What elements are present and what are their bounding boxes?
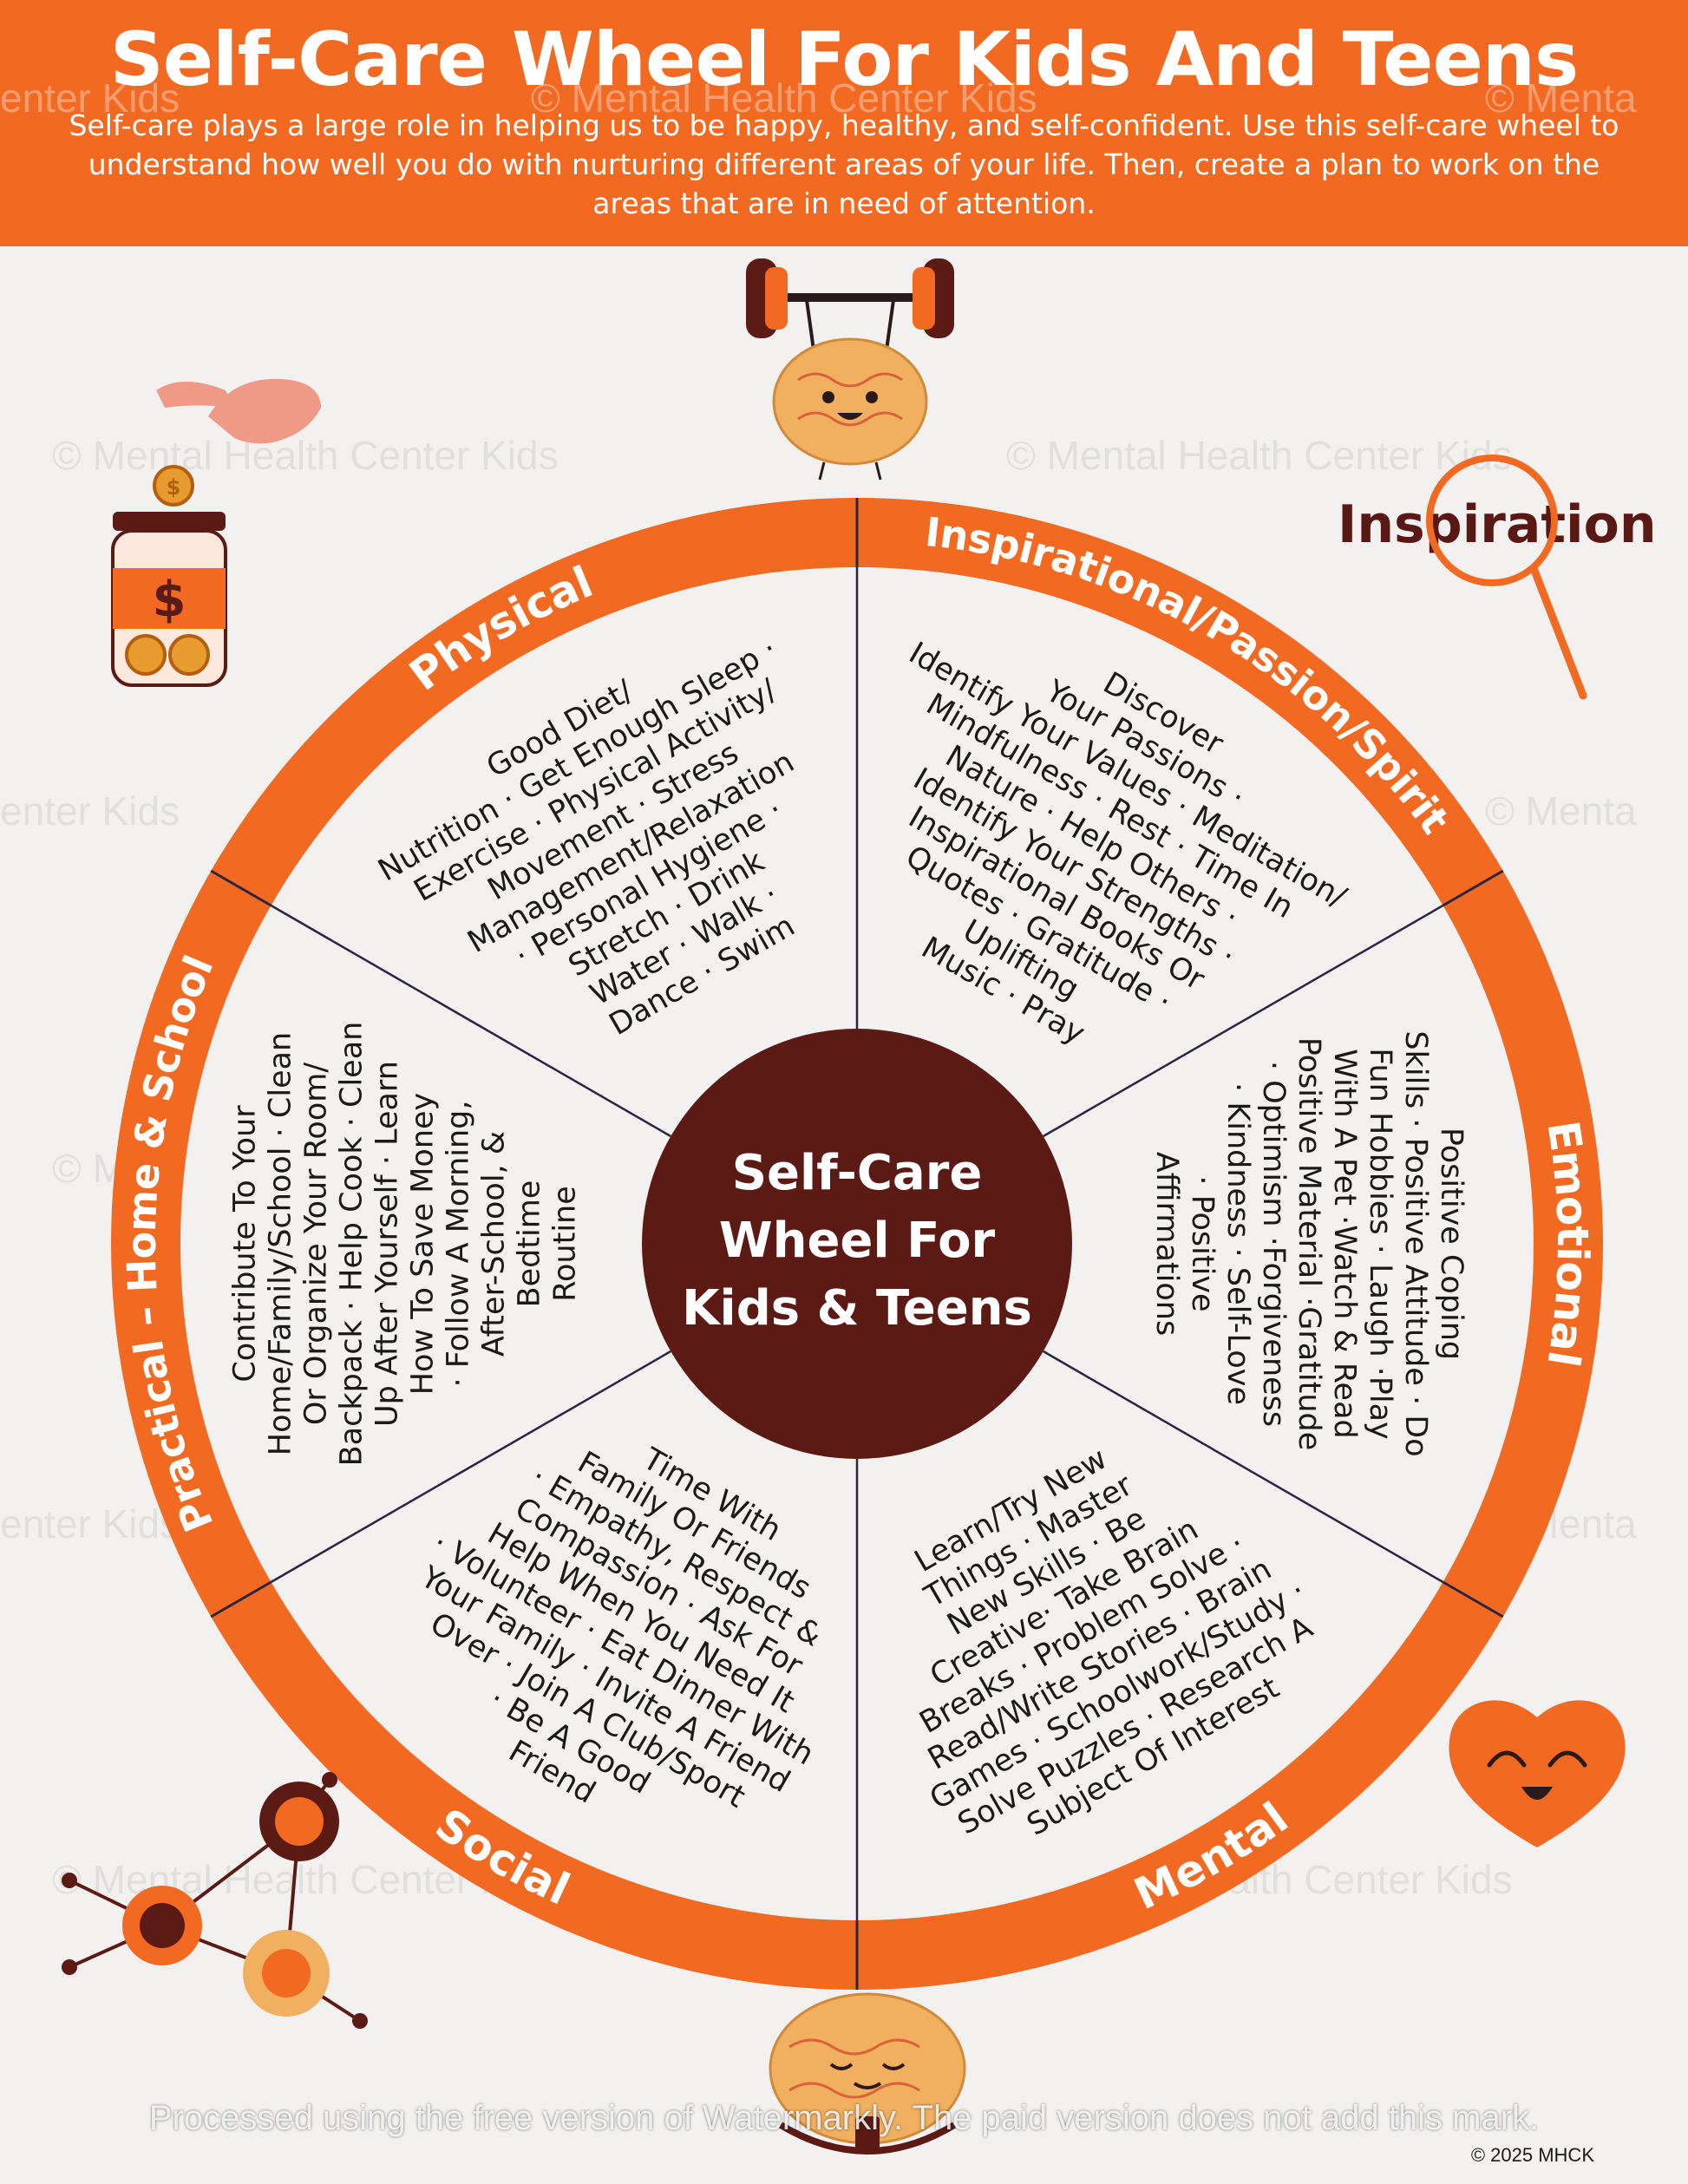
social-network-icon xyxy=(62,1772,368,2029)
center-title-line: Kids & Teens xyxy=(682,1280,1032,1337)
wheel-divider xyxy=(1043,1350,1444,1584)
center-title-line: Wheel For xyxy=(719,1213,996,1269)
brain-lifting-weights-icon xyxy=(746,258,954,481)
page-subtitle: Self-care plays a large role in helping … xyxy=(69,108,1619,220)
section-item-line: Positive Material ·Gratitude xyxy=(1292,1037,1326,1451)
section-item-line: Contribute To Your xyxy=(228,1105,263,1383)
wheel-divider xyxy=(1043,904,1444,1138)
coin-symbol: $ xyxy=(167,475,181,500)
section-item-line: · Optimism ·Forgiveness xyxy=(1256,1061,1291,1427)
page-title: Self-Care Wheel For Kids And Teens xyxy=(109,16,1579,103)
meditating-brain-icon xyxy=(769,1992,966,2155)
section-item-line: · Kindness · Self-Love xyxy=(1220,1082,1255,1405)
ring-divider xyxy=(1442,1580,1504,1618)
wheel-divider xyxy=(270,904,671,1138)
watermark: © Mental Health Center Kids xyxy=(531,75,1037,121)
section-item-line: Routine xyxy=(548,1186,583,1302)
section-item-line: With A Pet ·Watch & Read xyxy=(1327,1049,1362,1438)
section-item-line: Skills · Positive Attitude · Do xyxy=(1398,1030,1433,1456)
ring-divider xyxy=(1442,869,1504,907)
section-item-line: Fun Hobbies · Laugh ·Play xyxy=(1363,1048,1397,1440)
watermark: © Menta xyxy=(1485,75,1637,121)
wheel-center-hub xyxy=(642,1029,1072,1459)
section-item-line: Backpack · Help Cook · Clean xyxy=(335,1022,370,1467)
happy-heart-icon xyxy=(1449,1700,1626,1847)
section-item-line: Affirmations xyxy=(1149,1152,1184,1336)
section-item-line: · Follow A Morning, xyxy=(442,1100,476,1387)
section-item-line: After-School, & xyxy=(477,1131,512,1357)
inspiration-word: Inspiration xyxy=(1338,494,1657,555)
section-item-line: Home/Family/School · Clean xyxy=(264,1032,298,1455)
copyright: © 2025 MHCK xyxy=(1470,2144,1594,2166)
wheel-divider xyxy=(270,1350,671,1584)
center-title-line: Self-Care xyxy=(732,1145,983,1201)
jar-dollar-symbol: $ xyxy=(153,572,186,628)
section-item-line: Up After Yourself · Learn xyxy=(370,1061,405,1427)
watermark: © Mental Health Center Kids xyxy=(1006,433,1513,478)
watermark: © Mental Health Center Kids xyxy=(52,433,559,478)
section-item-line: Or Organize Your Room/ xyxy=(299,1063,334,1425)
watermark: enter Kids xyxy=(0,788,180,834)
watermark: enter Kids xyxy=(0,1501,180,1546)
section-item-line: · Positive xyxy=(1185,1175,1220,1311)
section-item-line: Bedtime xyxy=(513,1180,547,1308)
magnifying-glass-icon xyxy=(1426,454,1587,700)
money-jar-icon: $ $ xyxy=(111,378,321,687)
ring-divider xyxy=(210,869,272,907)
ring-divider xyxy=(210,1580,272,1618)
watermark: © Menta xyxy=(1485,788,1637,834)
watermark: enter Kids xyxy=(0,75,180,121)
header-banner: Self-Care Wheel For Kids And Teens Self-… xyxy=(0,0,1688,246)
section-item-line: Positive Coping xyxy=(1434,1128,1469,1360)
processing-watermark-note: Processed using the free version of Wate… xyxy=(148,2099,1540,2137)
section-item-line: How To Save Money xyxy=(406,1093,441,1396)
